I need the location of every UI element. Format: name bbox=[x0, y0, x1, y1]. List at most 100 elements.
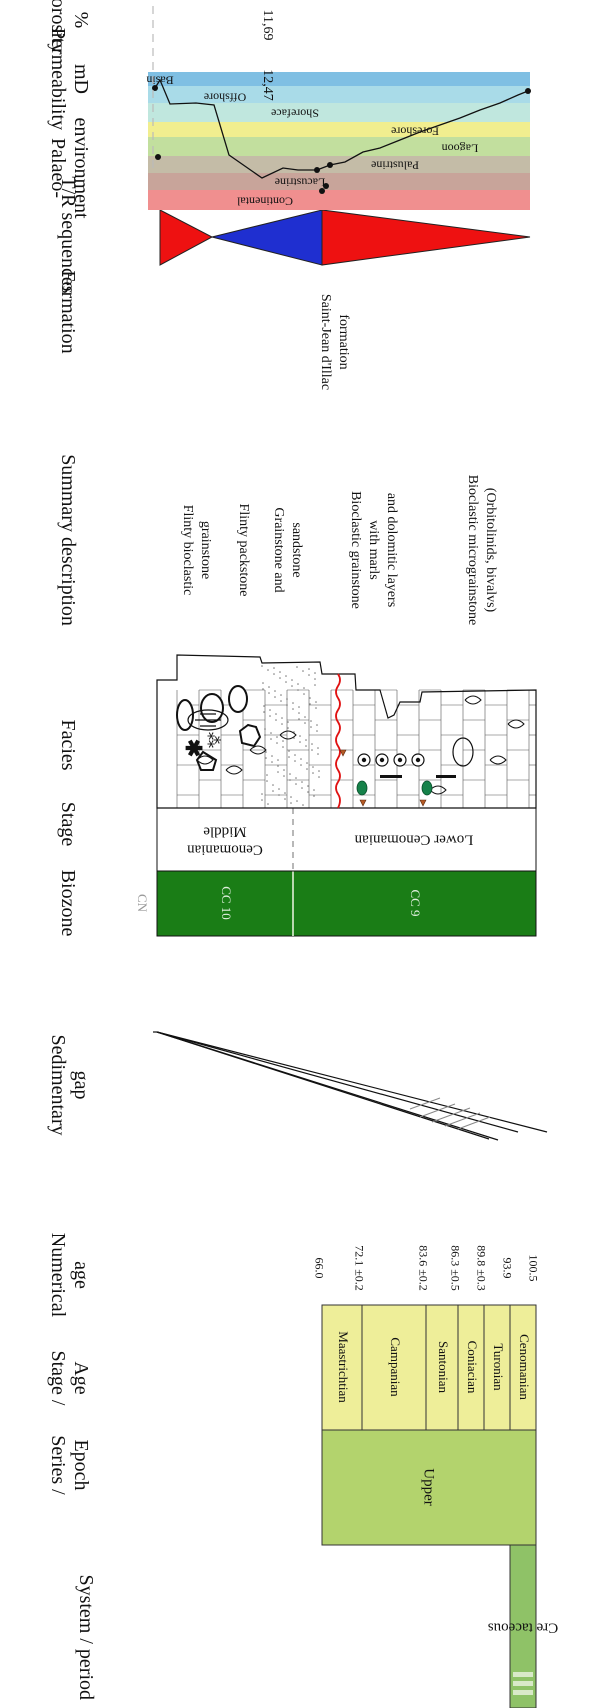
summary-descriptions: Flinty bioclastic grainstone Flinty pack… bbox=[180, 475, 498, 625]
header-biozone-code: CN bbox=[135, 894, 150, 913]
facies-column: ✱ ⁂ bbox=[156, 654, 537, 809]
stage-label-turonian: Turonian bbox=[491, 1343, 506, 1391]
age-label: 93.9 bbox=[500, 1258, 514, 1279]
desc-2-line1: Flinty packstone bbox=[236, 504, 251, 597]
desc-5-line1: Bioclastic micrograinstone bbox=[465, 475, 480, 625]
measurements: 12,47 11,69 bbox=[152, 6, 275, 172]
desc-1-line1: Flinty bioclastic bbox=[180, 505, 195, 596]
asterisk-icon: ✱ bbox=[181, 739, 206, 757]
header-series-epoch-line1: Series / bbox=[47, 1435, 69, 1495]
biozone-cc9-cell bbox=[292, 870, 537, 937]
bar-icon bbox=[380, 775, 456, 778]
biozone-cc9-label: CC 9 bbox=[408, 889, 423, 916]
stage-label-cenomanian: Cenomanian bbox=[517, 1334, 532, 1400]
env-band-lagoon bbox=[148, 137, 530, 156]
env-band-foreshore bbox=[148, 122, 530, 137]
stage-cell-cenomanian bbox=[509, 1304, 537, 1431]
stage-middle-label: Middle bbox=[203, 824, 247, 840]
palaeo-environment: Continental Lacustrine Palustrine LagoonFor… bbox=[146, 72, 531, 210]
desc-1-line2: grainstone bbox=[198, 521, 213, 579]
header-permeability-line2: mD bbox=[70, 64, 92, 94]
env-band-lacustrine bbox=[148, 173, 530, 190]
stage-label-coniacian: Coniacian bbox=[465, 1341, 480, 1394]
env-label-foreshore: Foreshore bbox=[391, 124, 439, 138]
desc-4-line3: and dolomitic layers bbox=[384, 493, 399, 607]
env-band-palustrine bbox=[148, 156, 530, 173]
cluster-icon: ⁂ bbox=[204, 732, 222, 748]
stage-middle-label-2: Cenomanian bbox=[187, 842, 263, 858]
desc-5-line2: (Orbitolinids, bivalvs) bbox=[483, 488, 498, 613]
epoch-upper-label: Upper bbox=[421, 1468, 437, 1506]
stage-cell-santonian bbox=[425, 1304, 459, 1431]
header-system-period: System / period bbox=[75, 1574, 97, 1700]
transgressive-triangle-top bbox=[159, 209, 214, 266]
stage-lower-label: Lower Cenomanian bbox=[354, 832, 473, 848]
env-band-basin bbox=[148, 72, 530, 86]
permeability-value: 12,47 bbox=[260, 69, 275, 101]
header-formation: Formation bbox=[57, 270, 79, 353]
formation-line2: formation bbox=[336, 314, 351, 369]
age-label: 83.6 ±0.2 bbox=[416, 1245, 430, 1291]
env-label-offshore: Offshore bbox=[204, 90, 246, 104]
env-label-lagoon: Lagoon bbox=[442, 141, 479, 155]
stage-label-santonian: Santonian bbox=[436, 1341, 451, 1393]
transgressive-triangle-bottom bbox=[321, 209, 531, 266]
header-stage: Stage bbox=[57, 802, 79, 847]
env-label-palustrine: Palustrine bbox=[371, 158, 419, 172]
biozone-cc10-label: CC 10 bbox=[219, 886, 234, 920]
regressive-triangle bbox=[211, 209, 323, 266]
header-biozone: Biozone bbox=[57, 870, 79, 937]
header-stage-age-line2: Age bbox=[70, 1361, 92, 1394]
header-sedimentary-gap-line2: gap bbox=[70, 1071, 92, 1100]
tr-sequences bbox=[159, 209, 531, 266]
age-label: 100.5 bbox=[526, 1255, 540, 1282]
desc-4-line1: Bioclastic grainstone bbox=[348, 491, 363, 609]
header-palaeo-line2: environment bbox=[70, 117, 92, 219]
header-numerical-age-line1: Numerical bbox=[47, 1233, 69, 1318]
env-label-lacustrine: Lacustrine bbox=[275, 175, 326, 189]
age-label: 86.3 ±0.5 bbox=[448, 1245, 462, 1291]
facies-bricks bbox=[176, 665, 536, 808]
header-permeability-line1: Permeability bbox=[47, 28, 69, 130]
epoch-upper-cell bbox=[321, 1429, 537, 1546]
env-band-continental bbox=[148, 190, 530, 210]
formation-line1: Saint-Jean d'Illac bbox=[318, 294, 333, 390]
biozone-column: CC 10 CC 9 bbox=[156, 870, 537, 937]
header-sedimentary-gap-line1: Sedimentary bbox=[47, 1034, 69, 1135]
system-cretaceous-label: Cre taceous bbox=[488, 1620, 559, 1636]
sedimentary-gap-lines bbox=[153, 1031, 548, 1141]
header-porosity-line2: % bbox=[70, 12, 92, 29]
stage-label-campanian: Campanian bbox=[388, 1337, 403, 1397]
header-porosity-line1: Porosity bbox=[47, 0, 69, 53]
header-palaeo-line1: Palaeo- bbox=[47, 138, 69, 198]
env-label-shoreface: Shoreface bbox=[271, 106, 319, 120]
age-label: 72.1 ±0.2 bbox=[352, 1245, 366, 1291]
env-bands bbox=[148, 72, 530, 210]
age-label: 89.8 ±0.3 bbox=[474, 1245, 488, 1291]
system-cretaceous-cell bbox=[509, 1544, 537, 1708]
formation: Saint-Jean d'Illac formation bbox=[318, 294, 351, 390]
erosional-surface bbox=[335, 673, 341, 809]
stage-cell-maastrichtian bbox=[321, 1304, 363, 1431]
desc-3-line1: Grainstone and bbox=[271, 507, 286, 592]
environment-points bbox=[152, 85, 531, 194]
clast-icon bbox=[187, 709, 474, 767]
env-band-shoreface bbox=[148, 103, 530, 122]
shell-icon bbox=[196, 695, 525, 795]
brown-shell-icon bbox=[339, 749, 427, 807]
header-tr-sequences: T/R sequences bbox=[57, 176, 79, 293]
glauconite-icon bbox=[356, 780, 433, 796]
environment-curve bbox=[154, 78, 529, 179]
system-stripe-1 bbox=[513, 1672, 533, 1677]
header-facies: Facies bbox=[57, 719, 79, 770]
stage-cell-campanian bbox=[361, 1304, 427, 1431]
header-summary-description: Summary description bbox=[57, 454, 79, 626]
biozone-cc10-cell bbox=[156, 870, 294, 937]
header-stage-age-line1: Stage / bbox=[47, 1351, 69, 1406]
env-label-continental: Continental bbox=[236, 194, 293, 208]
ooid-icon bbox=[357, 753, 425, 767]
stage-cell-coniacian bbox=[457, 1304, 485, 1431]
